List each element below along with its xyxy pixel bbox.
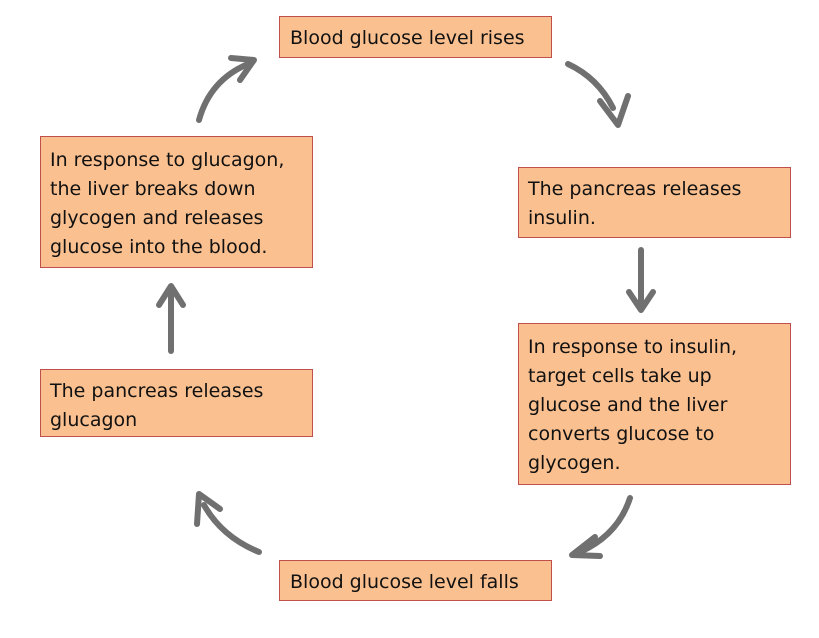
arrow-insulin-to-response-icon <box>626 247 656 313</box>
arrow-response-to-falls-icon <box>569 495 633 559</box>
box-glucose-falls: Blood glucose level falls <box>279 560 552 601</box>
box-pancreas-releases-insulin: The pancreas releases insulin. <box>518 167 791 238</box>
box-glucose-rises: Blood glucose level rises <box>279 16 552 58</box>
box-glucagon-response: In response to glucagon, the liver break… <box>40 136 313 268</box>
box-insulin-response: In response to insulin, target cells tak… <box>518 323 791 485</box>
box-pancreas-releases-glucagon: The pancreas releases glucagon <box>40 369 313 437</box>
arrow-falls-to-glucagon-icon <box>194 491 262 555</box>
arrow-glucagon-to-response-icon <box>156 283 186 354</box>
arrow-rises-to-insulin-icon <box>565 61 631 128</box>
arrow-response-to-rises-icon <box>196 55 257 123</box>
